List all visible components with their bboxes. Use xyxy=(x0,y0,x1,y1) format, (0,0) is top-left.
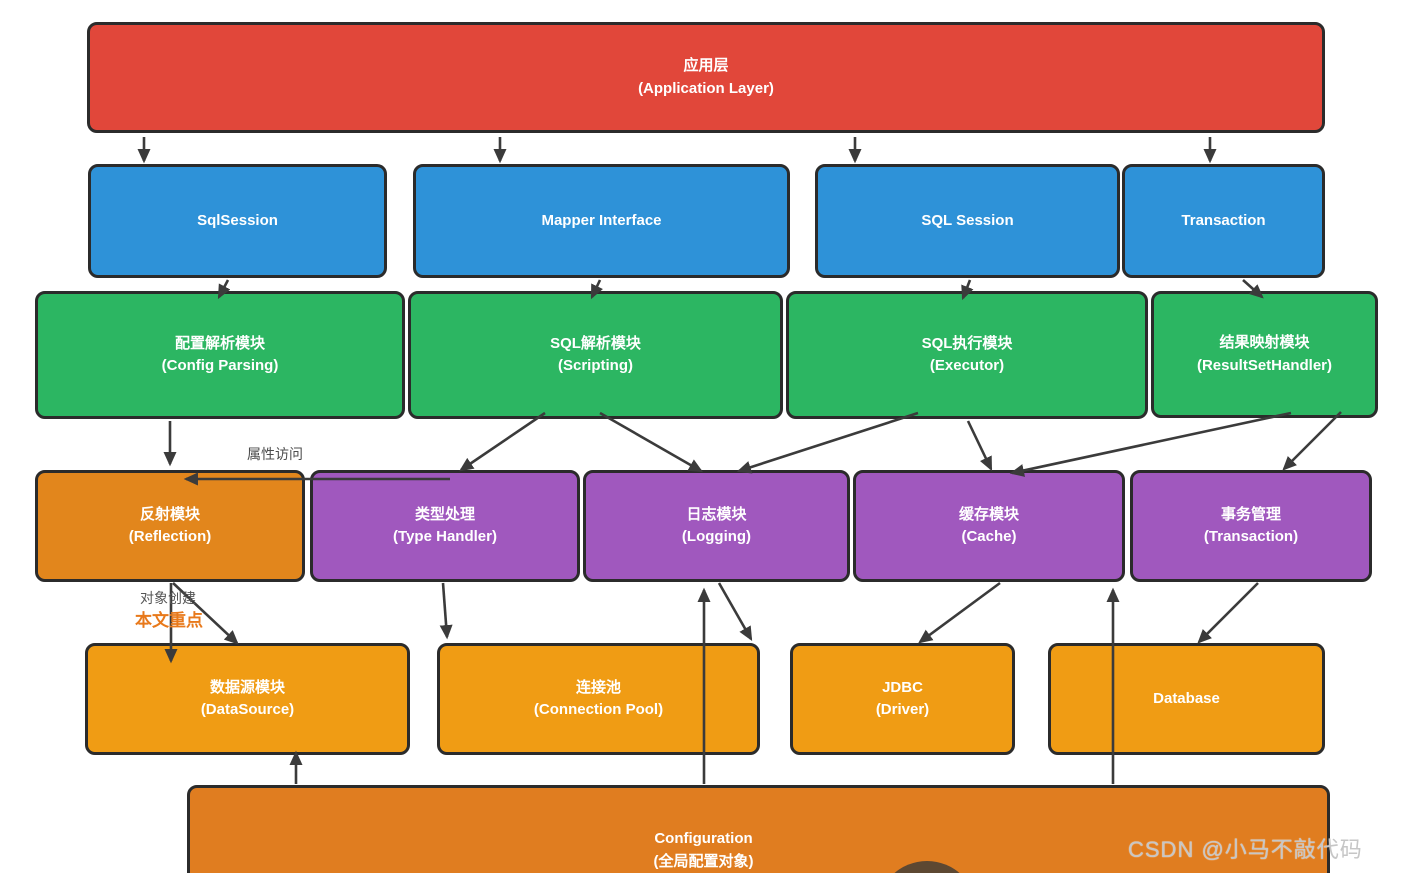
datasource-node: 数据源模块 (DataSource) xyxy=(85,643,410,755)
arrow-executor-to-cache xyxy=(966,420,993,472)
reflection-label-line: 反射模块 xyxy=(139,505,200,523)
label-article-focus: 本文重点 xyxy=(135,611,203,630)
arrow-cache-to-jdbc-driver xyxy=(918,581,1001,644)
arrow-resultset-handler-to-transaction-mgmt xyxy=(1282,411,1342,471)
connection-pool-label-line: 连接池 xyxy=(575,678,621,696)
connection-pool-label-line: (Connection Pool) xyxy=(533,701,664,718)
datasource-label-line: (DataSource) xyxy=(200,701,295,718)
type-handler-label-line: 类型处理 xyxy=(414,505,475,523)
cache-label-line: 缓存模块 xyxy=(958,505,1019,523)
arrow-executor-to-logging xyxy=(736,411,919,474)
config-parsing-label-line: (Config Parsing) xyxy=(161,357,279,374)
cache-node: 缓存模块 (Cache) xyxy=(853,470,1125,582)
executor-node: SQL执行模块 (Executor) xyxy=(786,291,1148,419)
logging-node: 日志模块 (Logging) xyxy=(583,470,850,582)
transaction-top-label-line: Transaction xyxy=(1181,211,1266,229)
configuration-label-line: (全局配置对象) xyxy=(653,852,754,870)
arrow-type-handler-to-connection-pool xyxy=(439,582,453,640)
application-layer-label-line: (Application Layer) xyxy=(638,79,774,97)
resultset-handler-label-line: (ResultSetHandler) xyxy=(1196,356,1333,374)
arrow-resultset-handler-to-cache xyxy=(1009,411,1292,477)
type-handler-label-line: (Type Handler) xyxy=(393,528,497,545)
database-label-line: Database xyxy=(1153,689,1220,707)
sqlsession-label-line: SqlSession xyxy=(197,211,278,229)
config-parsing-label-line: 配置解析模块 xyxy=(174,334,265,352)
type-handler-node: 类型处理 (Type Handler) xyxy=(310,470,580,582)
executor-label-line: (Executor) xyxy=(929,357,1005,374)
transaction-mgmt-label-line: 事务管理 xyxy=(1220,505,1281,523)
sqlsession-node: SqlSession xyxy=(88,164,387,278)
resultset-handler-node: 结果映射模块 (ResultSetHandler) xyxy=(1151,291,1378,418)
mapper-interface-label-line: Mapper Interface xyxy=(541,211,662,229)
jdbc-driver-label-line: (Driver) xyxy=(875,701,930,718)
logging-label-line: (Logging) xyxy=(681,528,752,545)
label-attribute-access: 属性访问 xyxy=(247,446,303,462)
transaction-mgmt-node: 事务管理 (Transaction) xyxy=(1130,470,1372,582)
application-layer-label-line: 应用层 xyxy=(683,57,729,74)
transaction-top-node: Transaction xyxy=(1122,164,1325,278)
jdbc-driver-node: JDBC (Driver) xyxy=(790,643,1015,755)
scripting-label-line: SQL解析模块 xyxy=(550,334,641,352)
scripting-node: SQL解析模块 (Scripting) xyxy=(408,291,783,419)
label-object-create: 对象创建 xyxy=(140,590,196,606)
application-layer-node: 应用层 (Application Layer) xyxy=(87,22,1325,133)
mapper-interface-node: Mapper Interface xyxy=(413,164,790,278)
reflection-label-line: (Reflection) xyxy=(128,528,212,545)
config-parsing-node: 配置解析模块 (Config Parsing) xyxy=(35,291,405,419)
arrow-transaction-mgmt-to-database xyxy=(1197,582,1259,644)
connection-pool-node: 连接池 (Connection Pool) xyxy=(437,643,760,755)
arrow-logging-to-connection-pool xyxy=(717,582,753,642)
jdbc-driver-label-line: JDBC xyxy=(882,678,923,696)
datasource-label-line: 数据源模块 xyxy=(209,678,285,696)
configuration-node: Configuration (全局配置对象) xyxy=(187,785,1330,873)
transaction-mgmt-label-line: (Transaction) xyxy=(1203,528,1299,545)
arrow-scripting-to-logging xyxy=(599,411,704,473)
cache-label-line: (Cache) xyxy=(961,528,1017,545)
csdn-watermark: CSDN @小马不敲代码 xyxy=(1128,837,1363,862)
sql-session-label-line: SQL Session xyxy=(921,211,1014,229)
sql-session-node: SQL Session xyxy=(815,164,1120,278)
reflection-node: 反射模块 (Reflection) xyxy=(35,470,305,582)
database-node: Database xyxy=(1048,643,1325,755)
configuration-label-line: Configuration xyxy=(654,830,753,847)
logging-label-line: 日志模块 xyxy=(686,505,747,523)
scripting-label-line: (Scripting) xyxy=(558,357,633,374)
arrow-scripting-to-type-handler xyxy=(459,411,546,472)
executor-label-line: SQL执行模块 xyxy=(921,334,1013,352)
resultset-handler-label-line: 结果映射模块 xyxy=(1219,334,1310,351)
